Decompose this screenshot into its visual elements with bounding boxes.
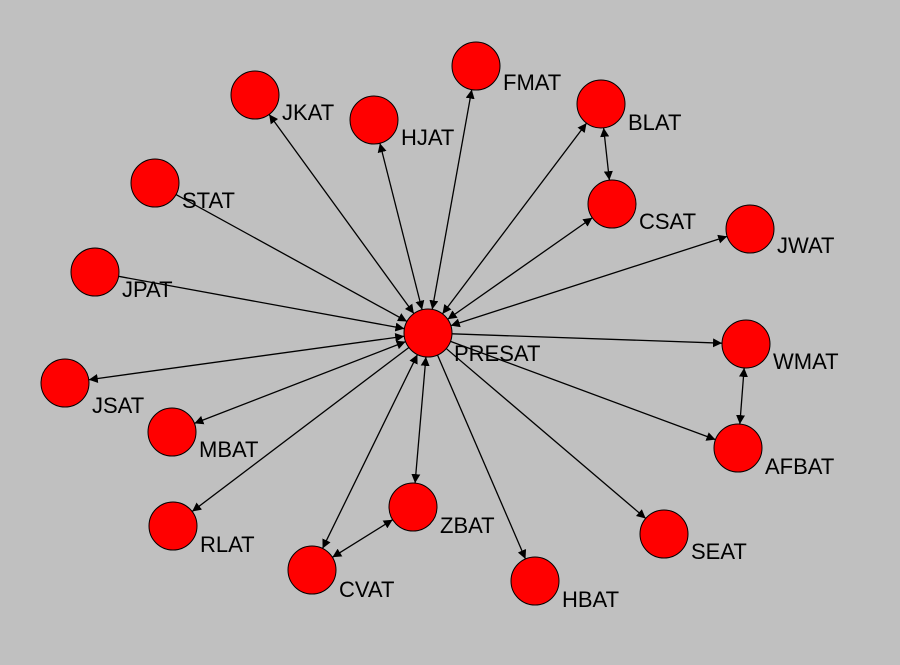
node-label-wmat: WMAT: [773, 349, 839, 374]
node-label-rlat: RLAT: [200, 532, 255, 557]
node-jwat[interactable]: [725, 204, 775, 254]
node-label-hbat: HBAT: [562, 587, 619, 612]
node-label-csat: CSAT: [639, 209, 696, 234]
node-mbat[interactable]: [147, 407, 197, 457]
nodes-layer: [40, 41, 775, 606]
node-label-cvat: CVAT: [339, 577, 394, 602]
node-afbat[interactable]: [713, 423, 763, 473]
edge-jpat-presat: [118, 275, 405, 332]
edges-layer: [88, 89, 748, 560]
edge-blat-csat: [600, 127, 613, 181]
node-jsat[interactable]: [40, 358, 90, 408]
node-fmat[interactable]: [451, 41, 501, 91]
node-csat[interactable]: [587, 179, 637, 229]
node-label-afbat: AFBAT: [765, 454, 834, 479]
node-label-fmat: FMAT: [503, 70, 561, 95]
edge-presat-afbat: [450, 340, 716, 441]
node-hbat[interactable]: [510, 556, 560, 606]
edge-presat-cvat: [321, 354, 419, 549]
node-label-jwat: JWAT: [777, 233, 834, 258]
node-label-jkat: JKAT: [282, 100, 334, 125]
labels-layer: PRESAT JKAT HJAT FMAT BLAT CSAT JWAT STAT JPAT JS…: [92, 70, 839, 612]
node-zbat[interactable]: [388, 482, 438, 532]
node-label-seat: SEAT: [691, 539, 747, 564]
edge-presat-seat: [445, 348, 647, 519]
node-label-blat: BLAT: [628, 110, 681, 135]
node-jpat[interactable]: [70, 247, 120, 297]
node-blat[interactable]: [576, 79, 626, 129]
node-seat[interactable]: [639, 509, 689, 559]
edge-zbat-cvat: [332, 519, 393, 558]
node-stat[interactable]: [130, 158, 180, 208]
edge-stat-presat: [175, 193, 408, 323]
node-label-zbat: ZBAT: [440, 513, 495, 538]
node-cvat[interactable]: [287, 545, 337, 595]
node-label-stat: STAT: [182, 188, 235, 213]
node-jkat[interactable]: [230, 70, 280, 120]
edge-presat-zbat: [411, 356, 430, 484]
edge-presat-hjat: [377, 143, 425, 310]
node-label-jpat: JPAT: [122, 277, 173, 302]
edge-presat-wmat: [451, 333, 723, 348]
node-presat[interactable]: [403, 308, 453, 358]
node-rlat[interactable]: [148, 501, 198, 551]
node-label-jsat: JSAT: [92, 393, 144, 418]
node-label-mbat: MBAT: [199, 437, 258, 462]
node-label-hjat: HJAT: [401, 125, 454, 150]
edge-presat-hbat: [436, 354, 527, 560]
node-label-presat: PRESAT: [454, 341, 540, 366]
edge-wmat-afbat: [736, 367, 748, 425]
node-wmat[interactable]: [721, 319, 771, 369]
node-hjat[interactable]: [349, 95, 399, 145]
edge-presat-jwat: [450, 234, 728, 328]
